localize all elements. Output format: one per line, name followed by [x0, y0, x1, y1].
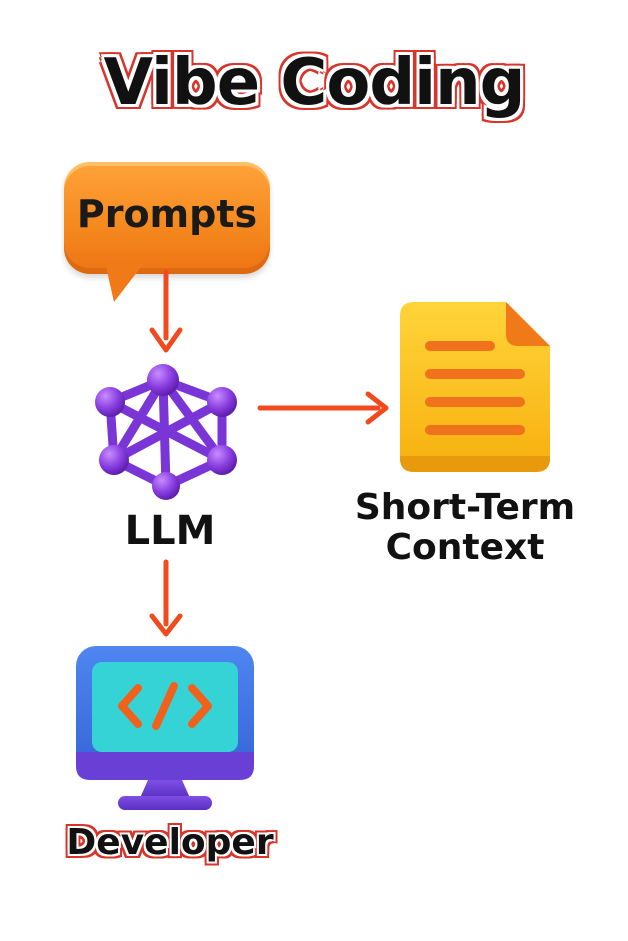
context-label-line2: Context	[385, 527, 545, 568]
arrow-llm-to-context	[257, 391, 389, 425]
arrow-prompts-to-llm	[149, 269, 183, 353]
document-icon	[400, 302, 550, 472]
monitor-code-icon	[76, 646, 254, 810]
context-label-line1: Short-Term	[354, 487, 576, 528]
llm-label: LLM	[124, 508, 216, 554]
context-label: Short-Term Context	[330, 488, 600, 568]
diagram-title: Vibe Coding	[103, 46, 526, 120]
arrow-llm-to-developer	[149, 559, 183, 637]
prompts-label: Prompts	[76, 192, 258, 236]
developer-label: Developer	[66, 822, 274, 863]
speech-bubble-icon	[104, 258, 148, 302]
prompts-bubble	[64, 162, 270, 274]
neural-network-icon	[95, 364, 237, 500]
